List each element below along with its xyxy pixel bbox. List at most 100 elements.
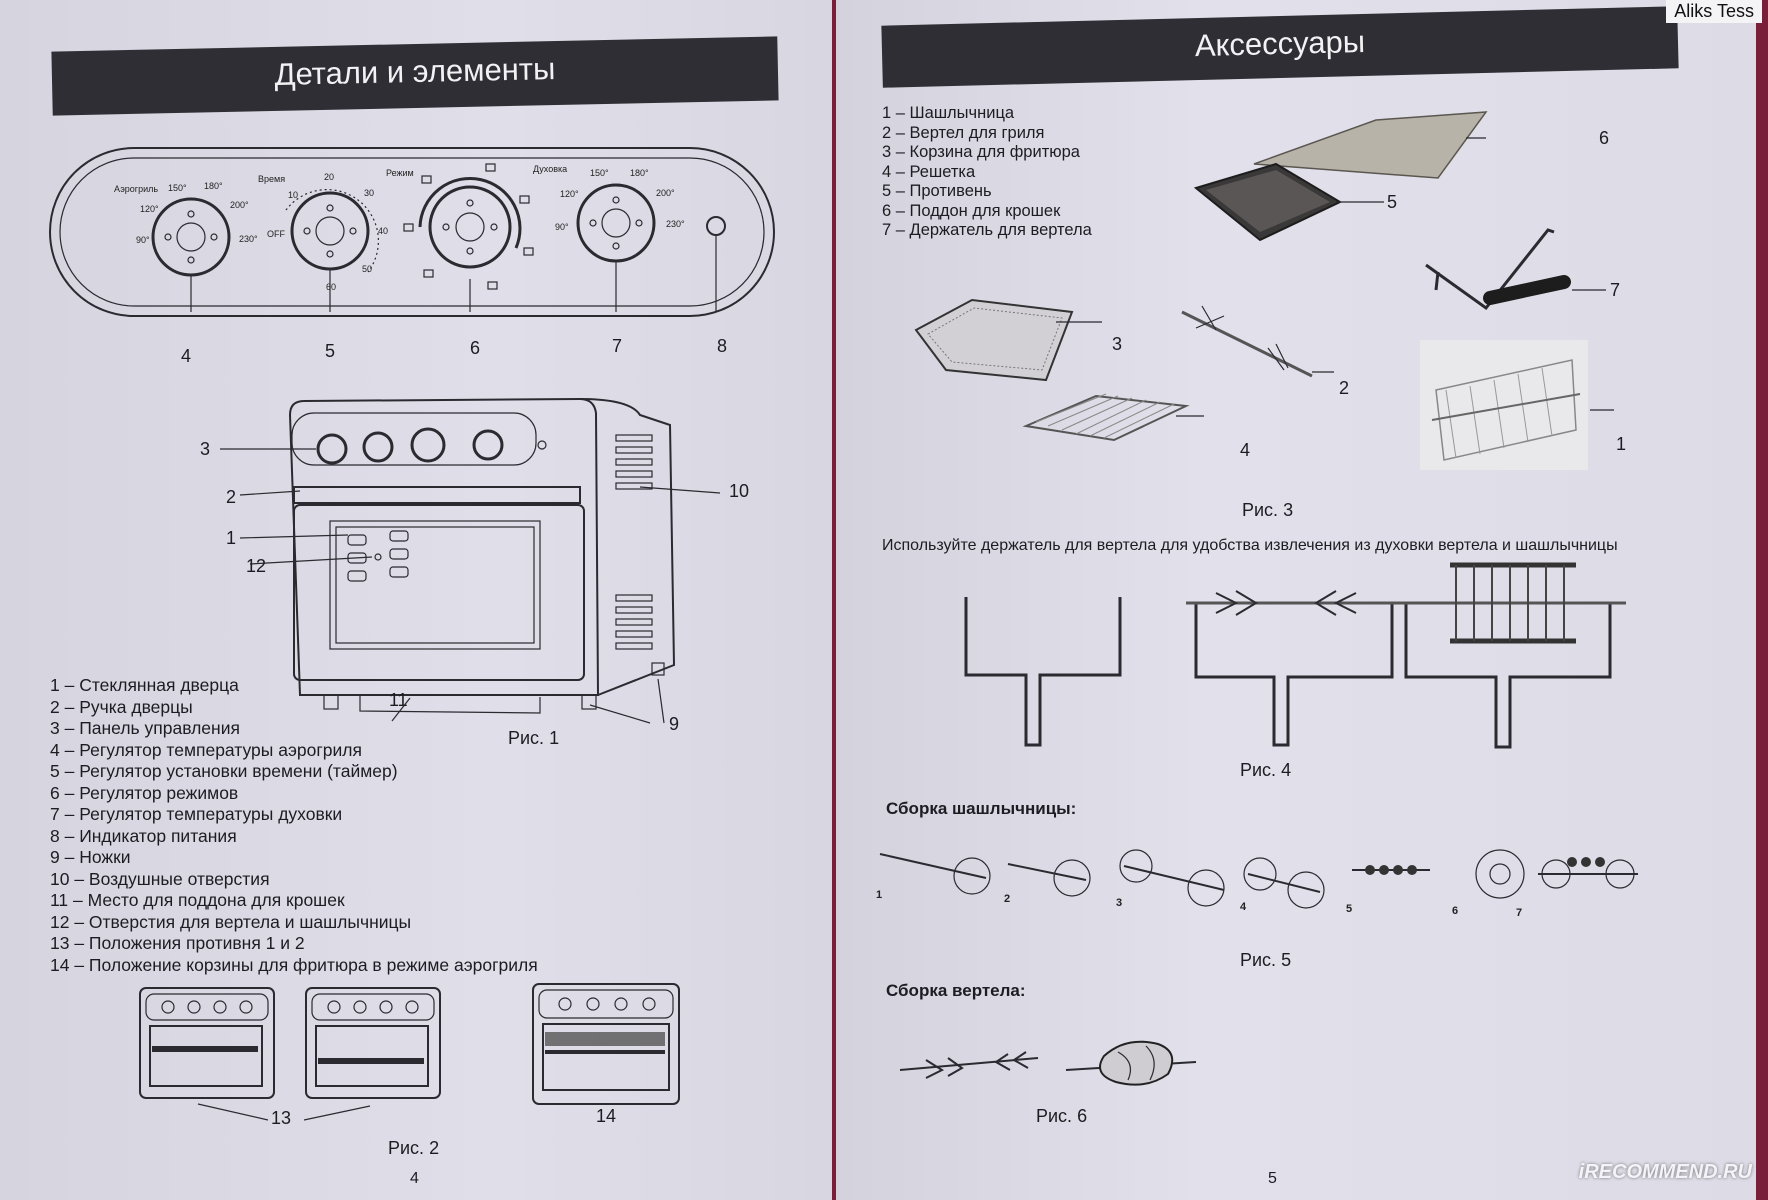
svg-text:90°: 90° — [555, 222, 569, 232]
holder-note: Используйте держатель для вертела для уд… — [882, 537, 1618, 554]
callout-8: 8 — [717, 336, 728, 356]
svg-text:90°: 90° — [136, 235, 150, 245]
list-item: 5 – Регулятор установки времени (таймер) — [50, 761, 398, 781]
oven-diagram — [220, 397, 721, 724]
holder-usage-diagram — [964, 562, 1626, 749]
svg-text:20: 20 — [324, 172, 334, 182]
step-1: 1 — [876, 889, 882, 901]
list-item: 11 – Место для поддона для крошек — [50, 890, 345, 910]
callout-4: 4 — [181, 346, 192, 366]
callout-9: 9 — [669, 714, 680, 734]
callout-12: 12 — [246, 556, 267, 576]
list-item: 7 – Регулятор температуры духовки — [50, 804, 343, 824]
fig3-caption: Рис. 3 — [1242, 500, 1294, 520]
step-3: 3 — [1116, 897, 1122, 909]
callout-10: 10 — [729, 481, 750, 501]
callout-14: 14 — [596, 1106, 617, 1126]
knob3-label: Режим — [386, 168, 414, 178]
callout-11: 11 — [389, 690, 408, 710]
fig3-callout-1: 1 — [1616, 434, 1627, 454]
list-item: 12 – Отверстия для вертела и шашлычницы — [50, 911, 412, 932]
svg-text:150°: 150° — [590, 168, 609, 178]
accessories-diagram — [914, 111, 1614, 470]
fig2-caption: Рис. 2 — [388, 1138, 440, 1158]
fig3-callout-5: 5 — [1387, 192, 1398, 212]
parts-list: 1 – Стеклянная дверца 2 – Ручка дверцы 3… — [50, 675, 538, 976]
step-5: 5 — [1346, 903, 1352, 915]
spit-assembly-diagram — [899, 1040, 1197, 1086]
svg-text:50: 50 — [362, 264, 372, 274]
svg-text:40: 40 — [378, 226, 388, 236]
list-item: 6 – Регулятор режимов — [50, 782, 239, 803]
callout-5: 5 — [325, 341, 336, 361]
svg-text:120°: 120° — [560, 189, 579, 199]
knob4-label: Духовка — [533, 164, 567, 174]
fig3-callout-3: 3 — [1112, 334, 1123, 354]
list-item: 6 – Поддон для крошек — [882, 201, 1061, 220]
callout-13: 13 — [271, 1108, 292, 1128]
svg-text:200°: 200° — [230, 200, 249, 210]
knob2-label: Время — [258, 174, 285, 184]
svg-text:120°: 120° — [140, 204, 159, 214]
fig1-caption: Рис. 1 — [508, 728, 560, 748]
fig3-callout-7: 7 — [1610, 280, 1621, 300]
author-watermark: Aliks Tess — [1666, 0, 1762, 23]
list-item: 10 – Воздушные отверстия — [50, 868, 270, 889]
list-item: 4 – Решетка — [882, 162, 976, 181]
svg-text:10: 10 — [288, 190, 298, 200]
svg-text:OFF: OFF — [267, 229, 285, 239]
knob1-label: Аэрогриль — [114, 184, 158, 194]
svg-text:180°: 180° — [204, 181, 223, 191]
right-title: Аксессуары — [1194, 23, 1366, 64]
page-number-left: 4 — [410, 1170, 419, 1187]
step-4: 4 — [1240, 901, 1247, 913]
callout-3: 3 — [200, 439, 211, 459]
svg-text:180°: 180° — [630, 168, 649, 178]
svg-text:230°: 230° — [666, 219, 685, 229]
list-item: 7 – Держатель для вертела — [882, 221, 1092, 239]
skewer-heading: Сборка шашлычницы: — [886, 799, 1077, 818]
list-item: 3 – Корзина для фритюра — [882, 143, 1080, 161]
list-item: 1 – Стеклянная дверца — [50, 675, 239, 695]
svg-text:60: 60 — [326, 282, 336, 292]
left-title-banner: Детали и элементы — [51, 36, 779, 116]
svg-text:230°: 230° — [239, 234, 258, 244]
list-item: 13 – Положения противня 1 и 2 — [50, 933, 305, 953]
fig3-callout-6: 6 — [1599, 128, 1610, 148]
callout-2: 2 — [226, 487, 237, 507]
left-title: Детали и элементы — [274, 51, 556, 92]
svg-text:150°: 150° — [168, 183, 187, 193]
step-7: 7 — [1516, 907, 1522, 919]
fig3-callout-4: 4 — [1240, 440, 1251, 460]
spit-heading: Сборка вертела: — [886, 981, 1026, 1000]
right-page: Аксессуары 1 – Шашлычница 2 – Вертел для… — [836, 0, 1756, 1200]
svg-text:30: 30 — [364, 188, 374, 198]
accessories-list: 1 – Шашлычница 2 – Вертел для гриля 3 – … — [882, 104, 1092, 241]
list-item: 2 – Вертел для гриля — [882, 123, 1045, 142]
callout-1: 1 — [226, 528, 237, 548]
list-item: 2 – Ручка дверцы — [50, 696, 193, 717]
list-item: 1 – Шашлычница — [882, 104, 1015, 122]
skewer-assembly-diagram: 1 2 3 4 5 6 7 — [876, 849, 1638, 919]
control-panel-diagram: Аэрогриль 90° 120° 150° 180° 200° 230° В… — [49, 147, 775, 317]
site-watermark: iRECOMMEND.RU — [1578, 1161, 1752, 1183]
rack-positions-diagram — [139, 983, 680, 1121]
callout-7: 7 — [612, 336, 623, 356]
list-item: 5 – Противень — [882, 182, 992, 200]
step-2: 2 — [1004, 893, 1010, 905]
list-item: 8 – Индикатор питания — [50, 825, 237, 846]
list-item: 3 – Панель управления — [50, 718, 240, 738]
left-page: Детали и элементы — [0, 0, 832, 1200]
fig3-callout-2: 2 — [1339, 378, 1350, 398]
fig4-caption: Рис. 4 — [1240, 760, 1292, 780]
page-number-right: 5 — [1268, 1170, 1277, 1187]
callout-6: 6 — [470, 338, 481, 358]
list-item: 14 – Положение корзины для фритюра в реж… — [50, 954, 538, 975]
list-item: 4 – Регулятор температуры аэрогриля — [50, 739, 362, 760]
svg-text:200°: 200° — [656, 188, 675, 198]
list-item: 9 – Ножки — [50, 847, 131, 867]
fig5-caption: Рис. 5 — [1240, 950, 1292, 970]
fig6-caption: Рис. 6 — [1036, 1106, 1088, 1126]
right-title-banner: Аксессуары — [881, 6, 1679, 88]
step-6: 6 — [1452, 905, 1458, 917]
